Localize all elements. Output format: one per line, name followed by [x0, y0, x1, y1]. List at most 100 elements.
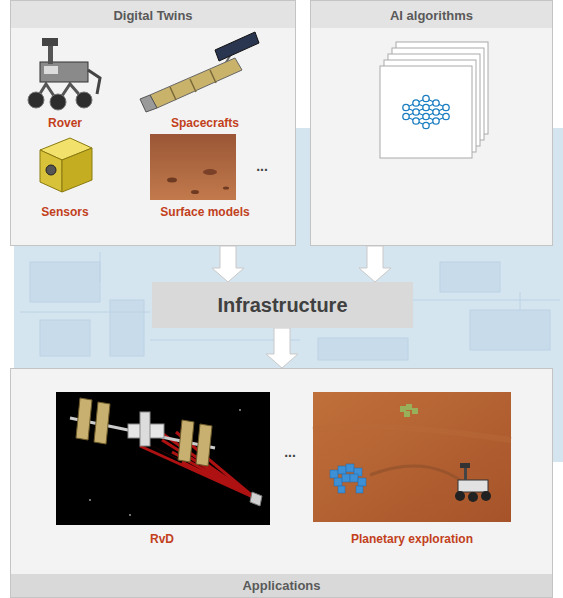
surface-model-illustration [167, 178, 177, 183]
rvd-illustration [239, 409, 241, 411]
part-label: Sensors [41, 205, 88, 219]
sensor-illustration [46, 165, 56, 175]
rvd-illustration [89, 499, 91, 501]
neural-network-icon [403, 95, 449, 128]
rover-illustration [40, 62, 88, 82]
sensor-illustration [40, 150, 62, 192]
panel: Applications [10, 368, 553, 598]
rover-illustration [42, 38, 58, 46]
planetary-exploration-illustration [464, 466, 467, 480]
neural-network-icon [443, 104, 449, 110]
neural-network-icon [406, 99, 446, 126]
part-label: Rover [48, 116, 82, 130]
circuit-decor [30, 262, 100, 302]
spacecraft-illustration [150, 58, 242, 108]
surface-model-illustration [203, 169, 217, 175]
node-title: Infrastructure [217, 294, 347, 317]
rover-illustration [76, 92, 92, 108]
neural-network-icon [403, 104, 409, 110]
planetary-exploration-illustration [330, 470, 338, 478]
rvd-illustration [94, 402, 110, 444]
planetary-exploration-illustration [370, 466, 470, 488]
ai-model-stack [380, 66, 472, 158]
circuit-decor [40, 320, 90, 356]
text-holder: Digital Twins [11, 1, 295, 29]
planetary-exploration-illustration [330, 464, 366, 493]
sensor-illustration [62, 148, 92, 192]
planetary-exploration-illustration [338, 466, 346, 474]
rvd-illustration [129, 514, 131, 516]
neural-network-icon [413, 109, 419, 115]
neural-network-icon [423, 113, 429, 119]
planetary-exploration-illustration [313, 392, 511, 522]
planetary-exploration-illustration [455, 491, 465, 501]
part-label: Surface models [160, 205, 249, 219]
rover-illustration [44, 66, 58, 74]
circuit-decor [318, 338, 408, 360]
neural-network-icon [443, 113, 449, 119]
neural-network-icon [433, 109, 439, 115]
part-label: Spacecrafts [171, 116, 239, 130]
spacecraft-illustration [140, 95, 157, 112]
planetary-exploration-illustration [313, 427, 511, 440]
circuit-decor [440, 262, 500, 292]
rvd-illustration [76, 398, 92, 440]
panel: AI algorithms [310, 0, 553, 246]
panel-fills [310, 0, 553, 246]
block-arrow [359, 246, 391, 282]
text-holder: Applications [11, 573, 552, 597]
neural-network-icon [423, 122, 429, 128]
neural-network-icon [423, 95, 429, 101]
panel-fills [10, 574, 553, 598]
neural-network-icon [413, 100, 419, 106]
circuit-decor [470, 310, 550, 350]
part-label: ... [284, 444, 296, 460]
ai-model-stack [380, 42, 488, 158]
surface-model-illustration [150, 134, 236, 200]
planetary-exploration-illustration [313, 392, 511, 522]
rvd-illustration [178, 420, 194, 462]
neural-network-icon [413, 118, 419, 124]
rvd-illustration [56, 392, 270, 525]
neural-network-icon [403, 113, 409, 119]
planetary-exploration-illustration [481, 491, 491, 501]
rover-illustration [28, 92, 44, 108]
planetary-exploration-illustration [468, 492, 478, 502]
text-holder: Infrastructure [153, 283, 412, 327]
planetary-exploration-illustration [350, 474, 358, 482]
planetary-exploration-illustration [342, 474, 350, 482]
rover-illustration [28, 38, 100, 110]
planetary-exploration-illustration [334, 478, 342, 486]
sensor-illustration [40, 138, 92, 192]
panel-fills [10, 0, 296, 246]
spacecraft-illustration [140, 32, 259, 112]
panel-fills [10, 368, 553, 598]
planetary-exploration-illustration [404, 411, 410, 417]
planetary-exploration-illustration [460, 463, 470, 468]
rover-illustration [88, 70, 100, 94]
panel-fills [10, 0, 296, 28]
node-title: Applications [242, 578, 320, 593]
planetary-exploration-illustration [346, 464, 354, 472]
rvd-illustration [250, 492, 262, 506]
surface-model-illustration [223, 187, 229, 190]
planetary-exploration-illustration [406, 404, 412, 410]
node-title: AI algorithms [390, 8, 473, 23]
part-label: Planetary exploration [351, 532, 473, 546]
planetary-exploration-illustration [358, 478, 366, 486]
neural-network-icon [433, 118, 439, 124]
planetary-exploration-illustration [412, 408, 418, 414]
surface-model-illustration [150, 134, 236, 200]
panel-fills [310, 0, 553, 28]
planetary-exploration-illustration [338, 486, 345, 493]
rover-illustration [50, 94, 66, 110]
rvd-illustration [56, 392, 270, 525]
block-arrow [266, 328, 298, 368]
neural-network-icon [423, 104, 429, 110]
planetary-exploration-illustration [458, 480, 488, 492]
planetary-exploration-illustration [455, 463, 491, 502]
part-label: RvD [150, 532, 174, 546]
neural-network-icon [433, 100, 439, 106]
spacecraft-illustration [170, 70, 216, 100]
